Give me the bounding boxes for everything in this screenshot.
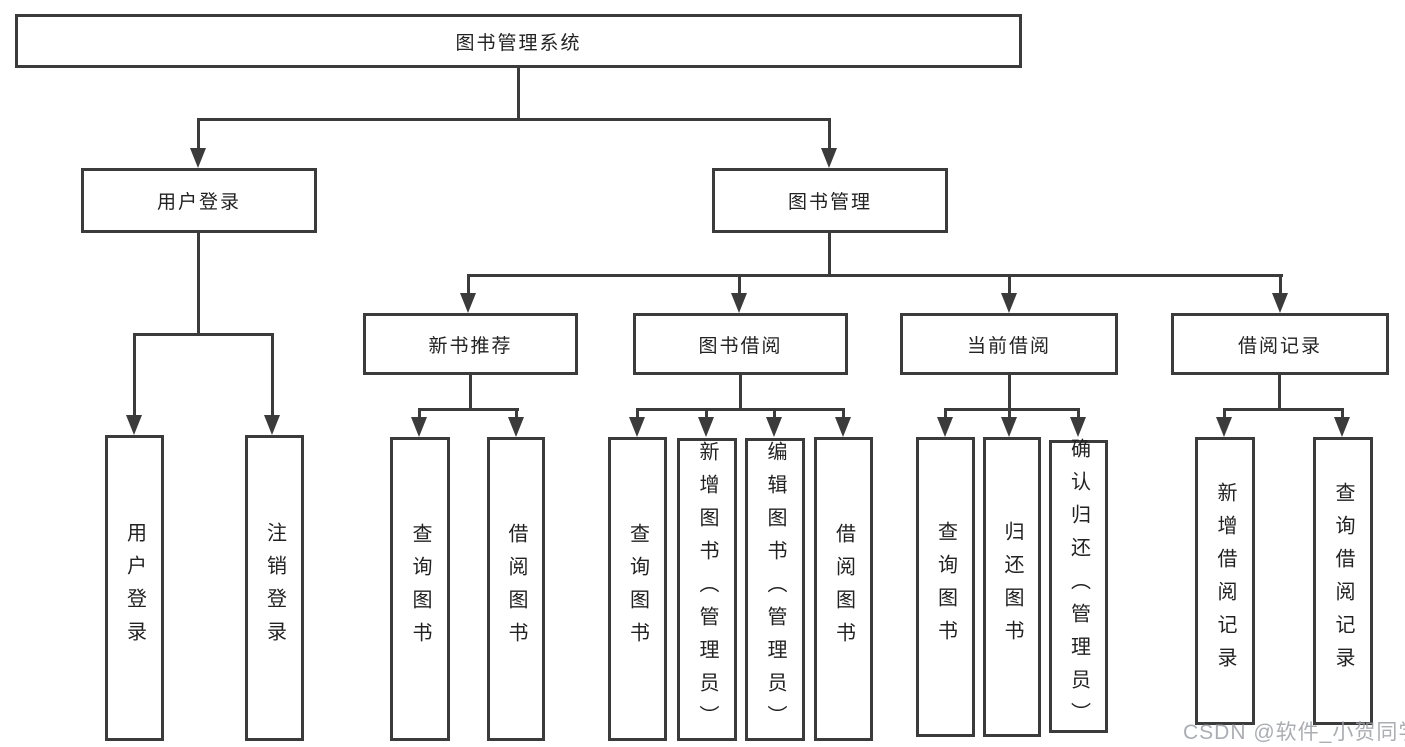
arrowhead-icon [1070, 417, 1086, 437]
connector-drop-leaf [773, 408, 776, 419]
connector-drop-user-login [197, 118, 200, 150]
leaf-record-add-label: 新增借阅记录 [1214, 482, 1236, 680]
node-section-borrow-record: 借阅记录 [1171, 313, 1389, 375]
arrowhead-icon [698, 417, 714, 437]
leaf-borrow-add-book-admin-label: 新增图书（管理员） [696, 441, 718, 738]
node-root-system: 图书管理系统 [15, 14, 1022, 68]
connector-drop-leaf [1008, 408, 1011, 419]
connector-drop-leaf [515, 408, 518, 419]
leaf-borrow-add-book-admin: 新增图书（管理员） [677, 438, 737, 741]
leaf-current-query: 查询图书 [916, 437, 975, 737]
leaf-current-confirm-return-admin-label: 确认归还（管理员） [1067, 438, 1090, 735]
node-branch-user-login: 用户登录 [81, 168, 317, 233]
node-section-current-borrow-label: 当前借阅 [966, 335, 1051, 357]
arrowhead-icon [1334, 417, 1350, 437]
arrowhead-icon [264, 415, 280, 435]
connector-borrow-record-stem [1278, 375, 1281, 410]
leaf-new-book-query-label: 查询图书 [409, 523, 431, 655]
leaf-record-query: 查询借阅记录 [1313, 437, 1373, 725]
arrowhead-icon [821, 148, 837, 168]
arrowhead-icon [411, 417, 427, 437]
connector-user-login-stem [197, 233, 200, 335]
connector-drop-leaf [842, 408, 845, 419]
leaf-new-book-query: 查询图书 [390, 437, 450, 741]
node-branch-book-management-label: 图书管理 [787, 192, 872, 213]
leaf-record-add: 新增借阅记录 [1195, 437, 1255, 725]
connector-book-borrow-stem [739, 375, 742, 410]
node-root-label: 图书管理系统 [455, 32, 582, 54]
leaf-user-logout-label: 注销登录 [263, 522, 286, 654]
connector-drop-section [1279, 274, 1282, 295]
connector-drop-leaf [1341, 408, 1344, 419]
leaf-borrow-book-label: 借阅图书 [832, 523, 855, 655]
connector-drop-leaf [636, 408, 639, 419]
node-section-book-borrow: 图书借阅 [633, 313, 848, 375]
leaf-borrow-edit-book-admin-label: 编辑图书（管理员） [764, 441, 786, 738]
leaf-borrow-book: 借阅图书 [814, 437, 873, 741]
arrowhead-icon [835, 417, 851, 437]
node-section-new-book-label: 新书推荐 [428, 335, 513, 357]
leaf-user-logout: 注销登录 [245, 435, 304, 741]
connector-root-stem [517, 68, 520, 120]
arrowhead-icon [126, 415, 142, 435]
arrowhead-icon [1001, 293, 1017, 313]
connector-drop-section [467, 274, 470, 295]
connector-new-book-stem [469, 375, 472, 410]
node-branch-user-login-label: 用户登录 [156, 192, 241, 213]
connector-drop-leaf [705, 408, 708, 419]
arrowhead-icon [1001, 417, 1017, 437]
connector-book-mgmt-crossbar [467, 274, 1283, 277]
arrowhead-icon [731, 293, 747, 313]
connector-drop-leaf [1223, 408, 1226, 419]
leaf-current-return-label: 归还图书 [1001, 521, 1023, 653]
node-section-borrow-record-label: 借阅记录 [1237, 335, 1322, 357]
csdn-watermark: CSDN @软件_小贺同学 [1183, 721, 1405, 744]
connector-drop-leaf [944, 408, 947, 419]
connector-book-borrow-crossbar [636, 408, 845, 411]
leaf-current-query-label: 查询图书 [934, 521, 957, 653]
node-section-new-book: 新书推荐 [363, 313, 578, 375]
connector-drop-book-mgmt [828, 118, 831, 150]
leaf-record-query-label: 查询借阅记录 [1332, 482, 1354, 680]
leaf-current-return: 归还图书 [983, 437, 1041, 737]
leaf-new-book-borrow: 借阅图书 [487, 437, 545, 741]
arrowhead-icon [766, 417, 782, 437]
arrowhead-icon [1272, 293, 1288, 313]
connector-new-book-crossbar [418, 408, 519, 411]
leaf-borrow-query: 查询图书 [608, 437, 667, 741]
connector-drop-leaf [1077, 408, 1080, 419]
leaf-user-login-label: 用户登录 [123, 522, 146, 654]
node-section-current-borrow: 当前借阅 [900, 313, 1118, 375]
leaf-borrow-query-label: 查询图书 [626, 523, 649, 655]
arrowhead-icon [1216, 417, 1232, 437]
node-section-book-borrow-label: 图书借阅 [698, 335, 783, 357]
arrowhead-icon [460, 293, 476, 313]
connector-book-mgmt-stem [828, 233, 831, 276]
arrowhead-icon [190, 148, 206, 168]
connector-current-borrow-crossbar [944, 408, 1080, 411]
node-branch-book-management: 图书管理 [712, 168, 948, 233]
connector-drop-leaf [133, 333, 136, 417]
connector-drop-section [738, 274, 741, 295]
leaf-borrow-edit-book-admin: 编辑图书（管理员） [745, 438, 805, 741]
arrowhead-icon [508, 417, 524, 437]
connector-drop-section [1008, 274, 1011, 295]
connector-drop-leaf [271, 333, 274, 417]
arrowhead-icon [937, 417, 953, 437]
connector-user-login-crossbar [133, 333, 274, 336]
leaf-new-book-borrow-label: 借阅图书 [505, 523, 527, 655]
arrowhead-icon [629, 417, 645, 437]
connector-drop-leaf [418, 408, 421, 419]
leaf-current-confirm-return-admin: 确认归还（管理员） [1049, 438, 1108, 735]
connector-root-crossbar [197, 118, 831, 121]
connector-current-borrow-stem [1008, 375, 1011, 410]
leaf-user-login: 用户登录 [105, 435, 164, 741]
connector-borrow-record-crossbar [1223, 408, 1344, 411]
